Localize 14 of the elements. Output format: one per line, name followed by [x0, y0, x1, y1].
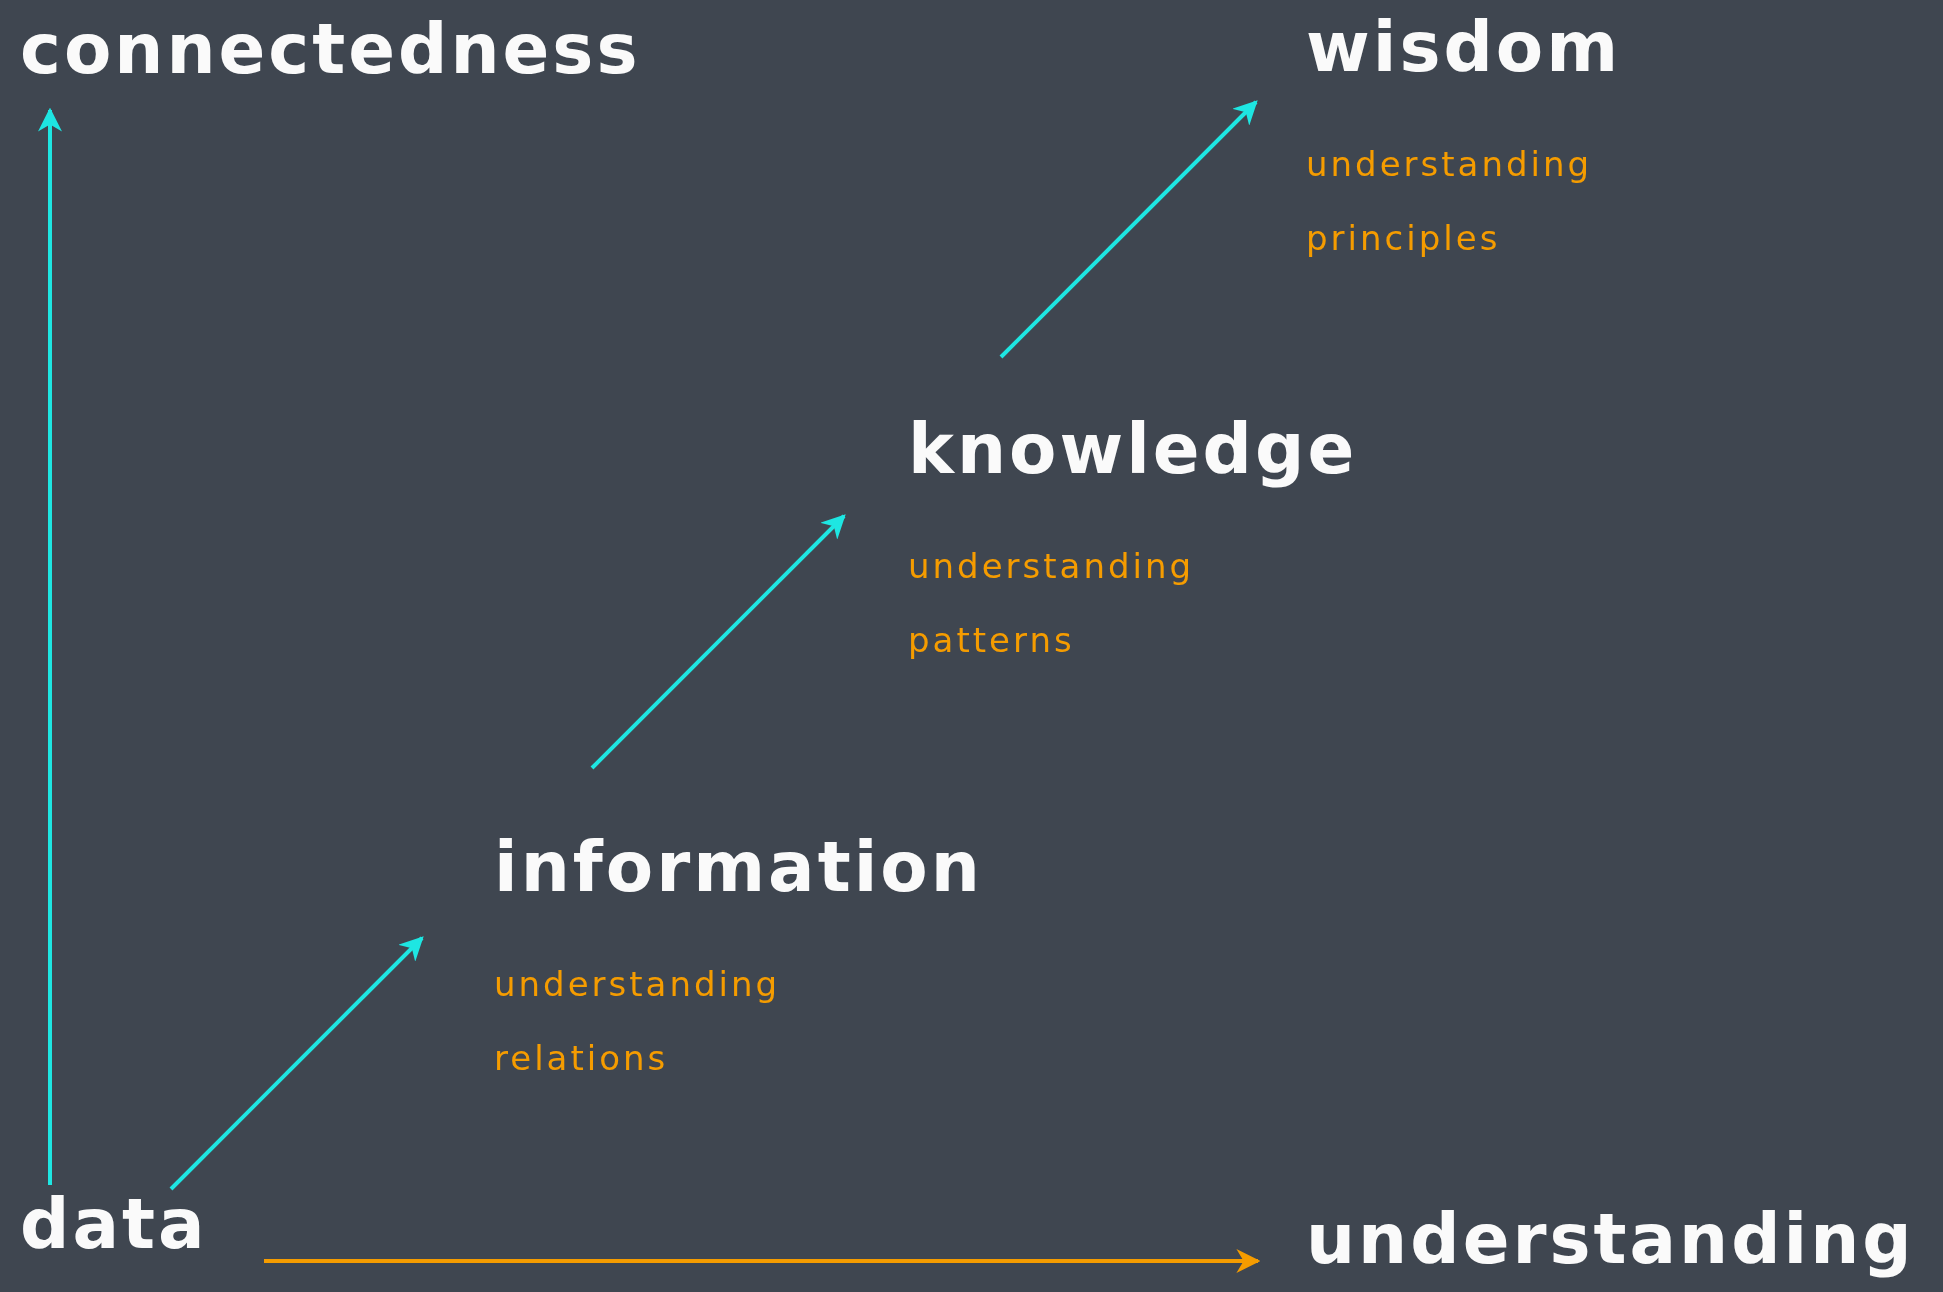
- arrow: [38, 107, 62, 1185]
- description: understanding principles: [1306, 143, 1594, 261]
- arrow: [169, 936, 424, 1191]
- heading: data: [20, 1185, 208, 1265]
- heading: connectedness: [20, 10, 641, 90]
- arrow: [264, 1249, 1261, 1273]
- heading: knowledge: [908, 410, 1358, 490]
- description: understanding relations: [494, 963, 782, 1081]
- heading: understanding: [1306, 1200, 1915, 1280]
- heading: information: [494, 828, 983, 908]
- arrow: [999, 100, 1258, 359]
- description: understanding patterns: [908, 545, 1196, 663]
- arrow: [590, 514, 846, 770]
- heading: wisdom: [1306, 8, 1622, 88]
